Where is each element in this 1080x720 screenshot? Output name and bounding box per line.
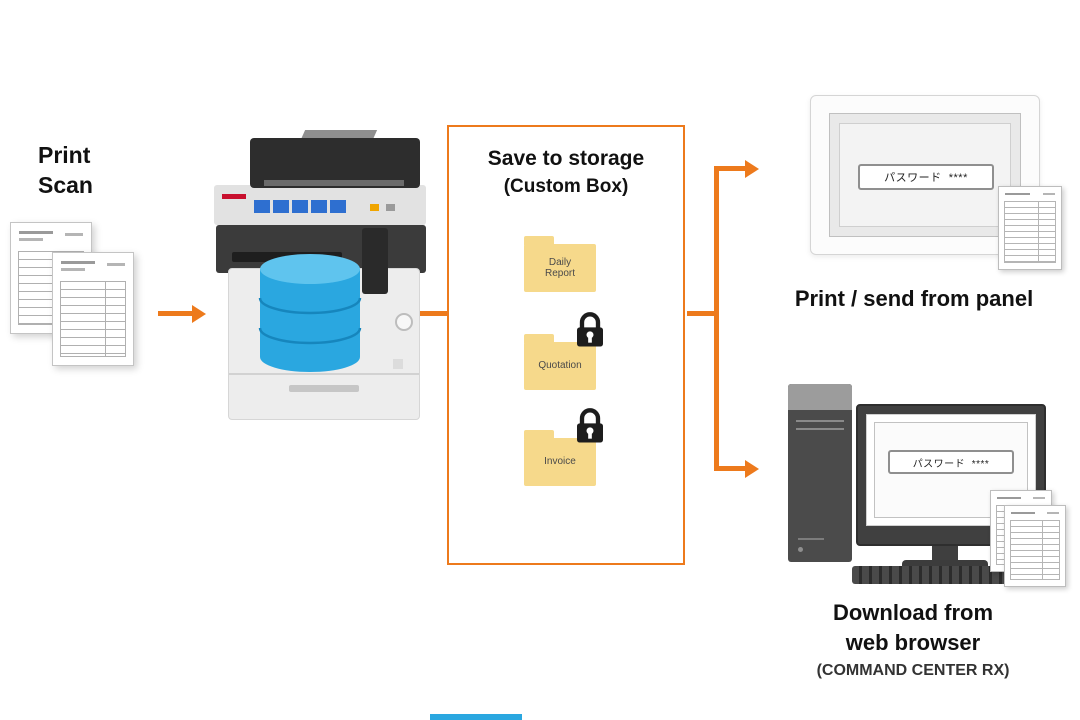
storage-box-title: Save to storage (Custom Box) bbox=[449, 145, 683, 201]
printer-adf-slot bbox=[264, 180, 404, 186]
printer-adf bbox=[250, 138, 420, 188]
printer-panel-illustration: パスワード **** bbox=[810, 95, 1040, 255]
doc-line bbox=[65, 233, 83, 236]
folder-invoice: Invoice bbox=[524, 430, 596, 486]
arrow-shaft bbox=[716, 466, 746, 471]
browser-output-caption: Download from web browser bbox=[832, 600, 994, 655]
arrow-right-icon bbox=[745, 460, 759, 478]
folder-quotation: Quotation bbox=[524, 334, 596, 390]
monitor-stand-neck bbox=[932, 544, 958, 564]
receipt-document-icon bbox=[1004, 505, 1066, 587]
panel-button bbox=[386, 204, 395, 211]
printer-button-square bbox=[393, 359, 403, 369]
folder-label: Daily Report bbox=[544, 256, 575, 280]
printer-cassette-line bbox=[229, 373, 419, 375]
tower-top bbox=[788, 384, 852, 410]
print-scan-label: Print Scan bbox=[38, 142, 93, 198]
arrow-right-icon bbox=[745, 160, 759, 178]
doc-line bbox=[1042, 193, 1055, 195]
doc-line bbox=[61, 261, 95, 264]
document-icon bbox=[52, 252, 134, 366]
doc-line bbox=[107, 263, 125, 266]
doc-line bbox=[1033, 497, 1045, 499]
doc-line bbox=[1005, 193, 1030, 195]
arrow-shaft bbox=[158, 311, 193, 316]
database-icon bbox=[258, 254, 362, 372]
doc-line bbox=[1011, 512, 1035, 514]
doc-table bbox=[1010, 520, 1060, 580]
receipt-document-icon bbox=[998, 186, 1062, 270]
panel-key bbox=[292, 200, 308, 213]
printer-cassette-handle bbox=[289, 385, 359, 392]
printer-emblem bbox=[395, 313, 413, 331]
doc-line bbox=[997, 497, 1021, 499]
lock-icon bbox=[577, 408, 603, 443]
doc-table bbox=[60, 281, 126, 357]
lock-icon bbox=[577, 312, 603, 347]
password-field: パスワード **** bbox=[858, 164, 994, 190]
kyocera-logo bbox=[222, 194, 246, 199]
doc-line bbox=[19, 238, 43, 241]
browser-output-subcaption: (COMMAND CENTER RX) bbox=[816, 662, 1010, 679]
panel-key bbox=[330, 200, 346, 213]
storage-title-line2: (Custom Box) bbox=[503, 176, 629, 197]
bottom-blue-strip bbox=[430, 714, 522, 720]
panel-key bbox=[254, 200, 270, 213]
arrow-shaft bbox=[716, 166, 746, 171]
folder-label: Invoice bbox=[544, 456, 576, 468]
panel-indicator bbox=[370, 204, 379, 211]
doc-table bbox=[1004, 201, 1056, 263]
password-field: パスワード **** bbox=[888, 450, 1014, 474]
doc-line bbox=[19, 231, 53, 234]
tower-power-led bbox=[798, 547, 803, 552]
tower-drive-slot bbox=[796, 428, 844, 430]
monitor-stand-base bbox=[902, 560, 988, 570]
doc-line bbox=[61, 268, 85, 271]
arrow-right-icon bbox=[192, 305, 206, 323]
panel-output-caption: Print / send from panel bbox=[794, 286, 1034, 311]
folder-label: Quotation bbox=[538, 360, 582, 372]
printer-front-handle bbox=[362, 228, 388, 294]
storage-title-line1: Save to storage bbox=[487, 147, 645, 170]
tower-vent bbox=[798, 538, 824, 540]
doc-line bbox=[1047, 512, 1059, 514]
panel-key bbox=[311, 200, 327, 213]
connector-line bbox=[687, 311, 717, 316]
folder-daily-report: Daily Report bbox=[524, 236, 596, 292]
computer-tower-icon bbox=[788, 384, 852, 562]
connector-line bbox=[714, 166, 719, 471]
tower-drive-slot bbox=[796, 420, 844, 422]
panel-key bbox=[273, 200, 289, 213]
